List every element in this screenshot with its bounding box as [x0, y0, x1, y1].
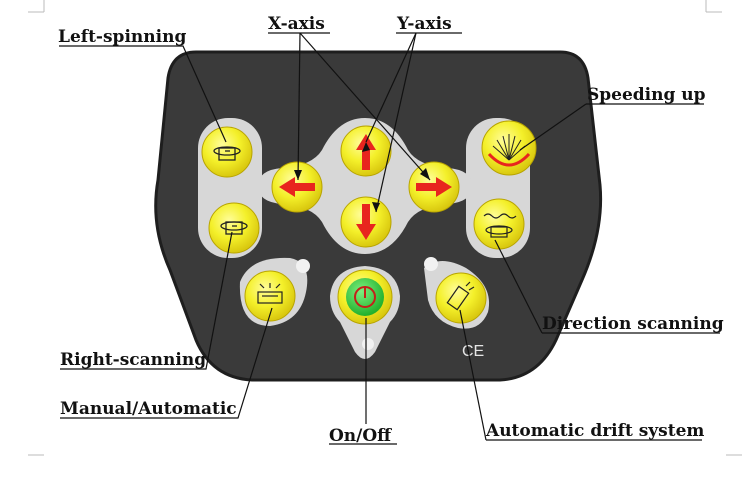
indicator-dot	[362, 338, 374, 350]
tilt-sensor-icon	[446, 281, 475, 311]
label-speeding-up: Speeding up	[587, 85, 706, 105]
center-plate	[258, 118, 472, 254]
arrow-left-icon	[279, 177, 315, 197]
label-on-off: On/Off	[329, 426, 392, 446]
label-automatic-drift-system: Automatic drift system	[485, 421, 704, 441]
rotate-left-icon	[213, 146, 241, 161]
leader-arrowheads	[294, 142, 430, 212]
indicator-dot	[296, 259, 310, 273]
label-right-scanning: Right-scanning	[60, 350, 206, 370]
label-y-axis: Y-axis	[396, 14, 452, 34]
direction-scan-icon	[483, 213, 517, 238]
label-left-spinning: Left-spinning	[58, 27, 186, 47]
leader-lines	[59, 32, 720, 441]
label-x-axis: X-axis	[268, 14, 325, 34]
power-button[interactable]	[337, 269, 393, 325]
left-spinning-button[interactable]	[201, 126, 253, 178]
x-axis-left-button[interactable]	[271, 161, 323, 213]
right-scanning-button[interactable]	[208, 202, 260, 254]
ce-mark: CE	[462, 343, 484, 360]
corner-marks	[28, 0, 742, 456]
automatic-drift-system-button[interactable]	[435, 272, 487, 324]
indicator-dot	[424, 257, 438, 271]
x-axis-right-button[interactable]	[408, 161, 460, 213]
label-direction-scanning: Direction scanning	[542, 314, 724, 334]
speeding-up-button[interactable]	[481, 120, 537, 176]
direction-scanning-button[interactable]	[473, 198, 525, 250]
arrow-right-icon	[416, 177, 452, 197]
arrow-down-icon	[356, 204, 376, 240]
manual-automatic-button[interactable]	[244, 270, 296, 322]
label-manual-automatic: Manual/Automatic	[60, 399, 237, 419]
laser-level-icon	[257, 283, 283, 304]
rotate-right-icon	[220, 221, 248, 235]
y-axis-down-button[interactable]	[340, 196, 392, 248]
arrow-up-icon	[356, 134, 376, 170]
